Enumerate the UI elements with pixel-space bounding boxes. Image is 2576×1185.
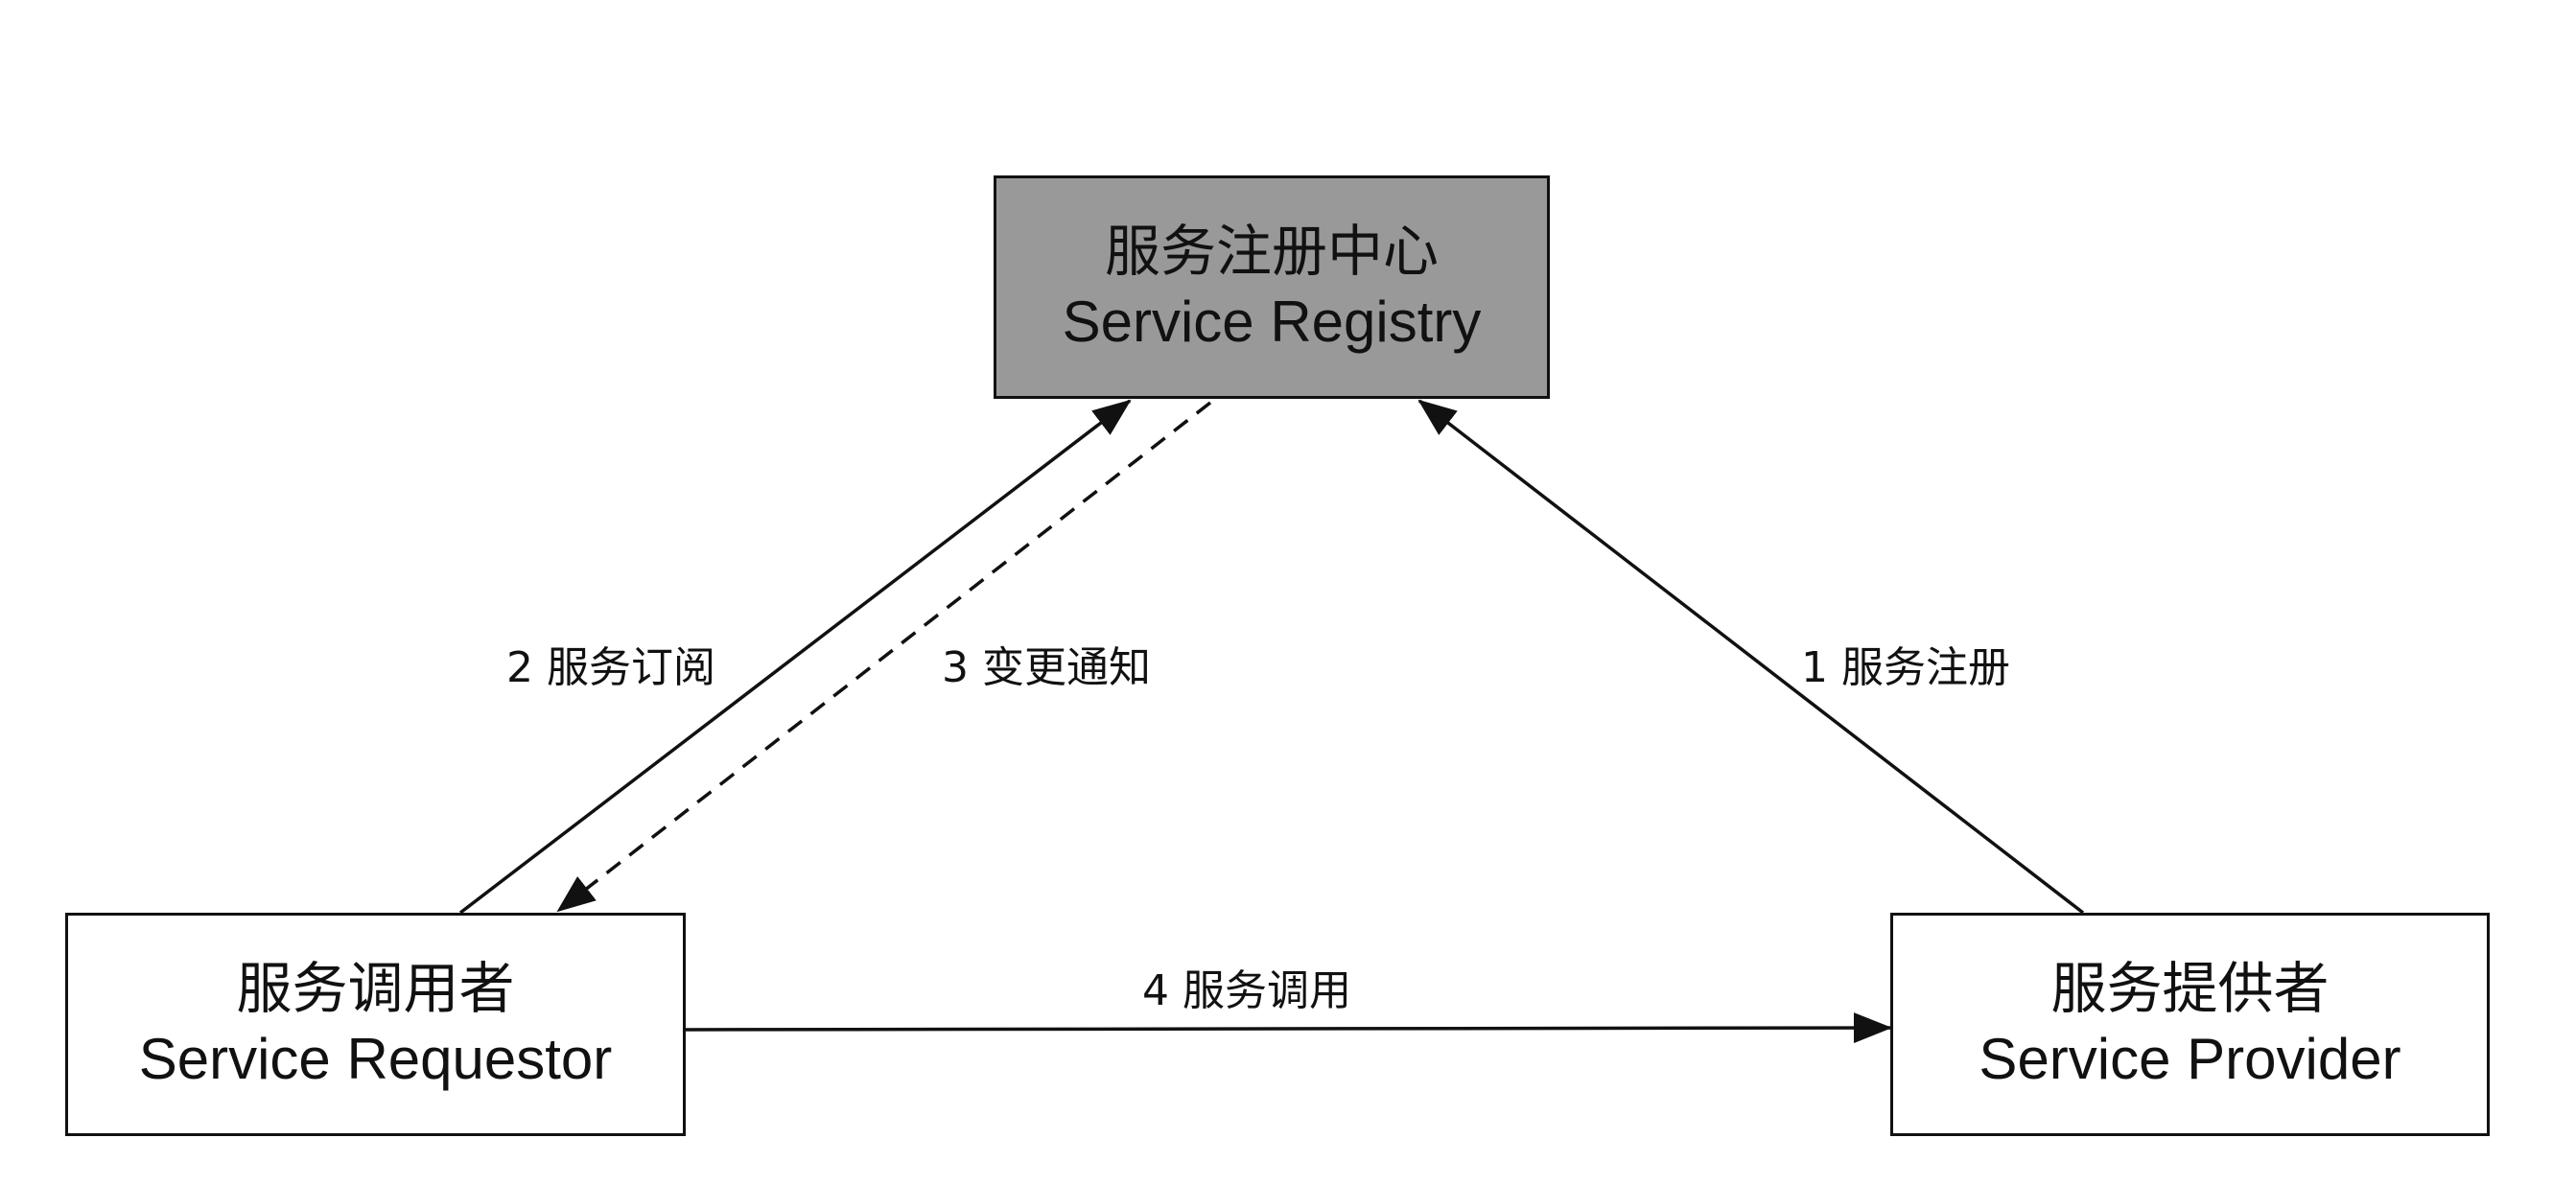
registry-node-title-cn: 服务注册中心 (1104, 218, 1439, 284)
provider-node: 服务提供者 Service Provider (1890, 913, 2490, 1136)
registry-node: 服务注册中心 Service Registry (994, 175, 1550, 399)
edge-notify-label: 3 变更通知 (942, 643, 1151, 692)
requestor-node-title-cn: 服务调用者 (236, 955, 515, 1021)
edge-notify-line (556, 401, 1212, 913)
requestor-node: 服务调用者 Service Requestor (65, 913, 686, 1136)
requestor-node-title-en: Service Requestor (138, 1027, 613, 1092)
registry-node-title-en: Service Registry (1062, 290, 1482, 355)
provider-node-title-cn: 服务提供者 (2050, 955, 2330, 1021)
edge-invoke-label: 4 服务调用 (1142, 966, 1351, 1015)
provider-node-title-en: Service Provider (1979, 1027, 2401, 1092)
edge-register-label: 1 服务注册 (1801, 643, 2010, 692)
edge-register-line (1417, 399, 2085, 915)
edge-invoke-line (685, 1012, 1892, 1044)
edge-subscribe-line (458, 399, 1132, 915)
edge-subscribe-label: 2 服务订阅 (506, 643, 715, 692)
